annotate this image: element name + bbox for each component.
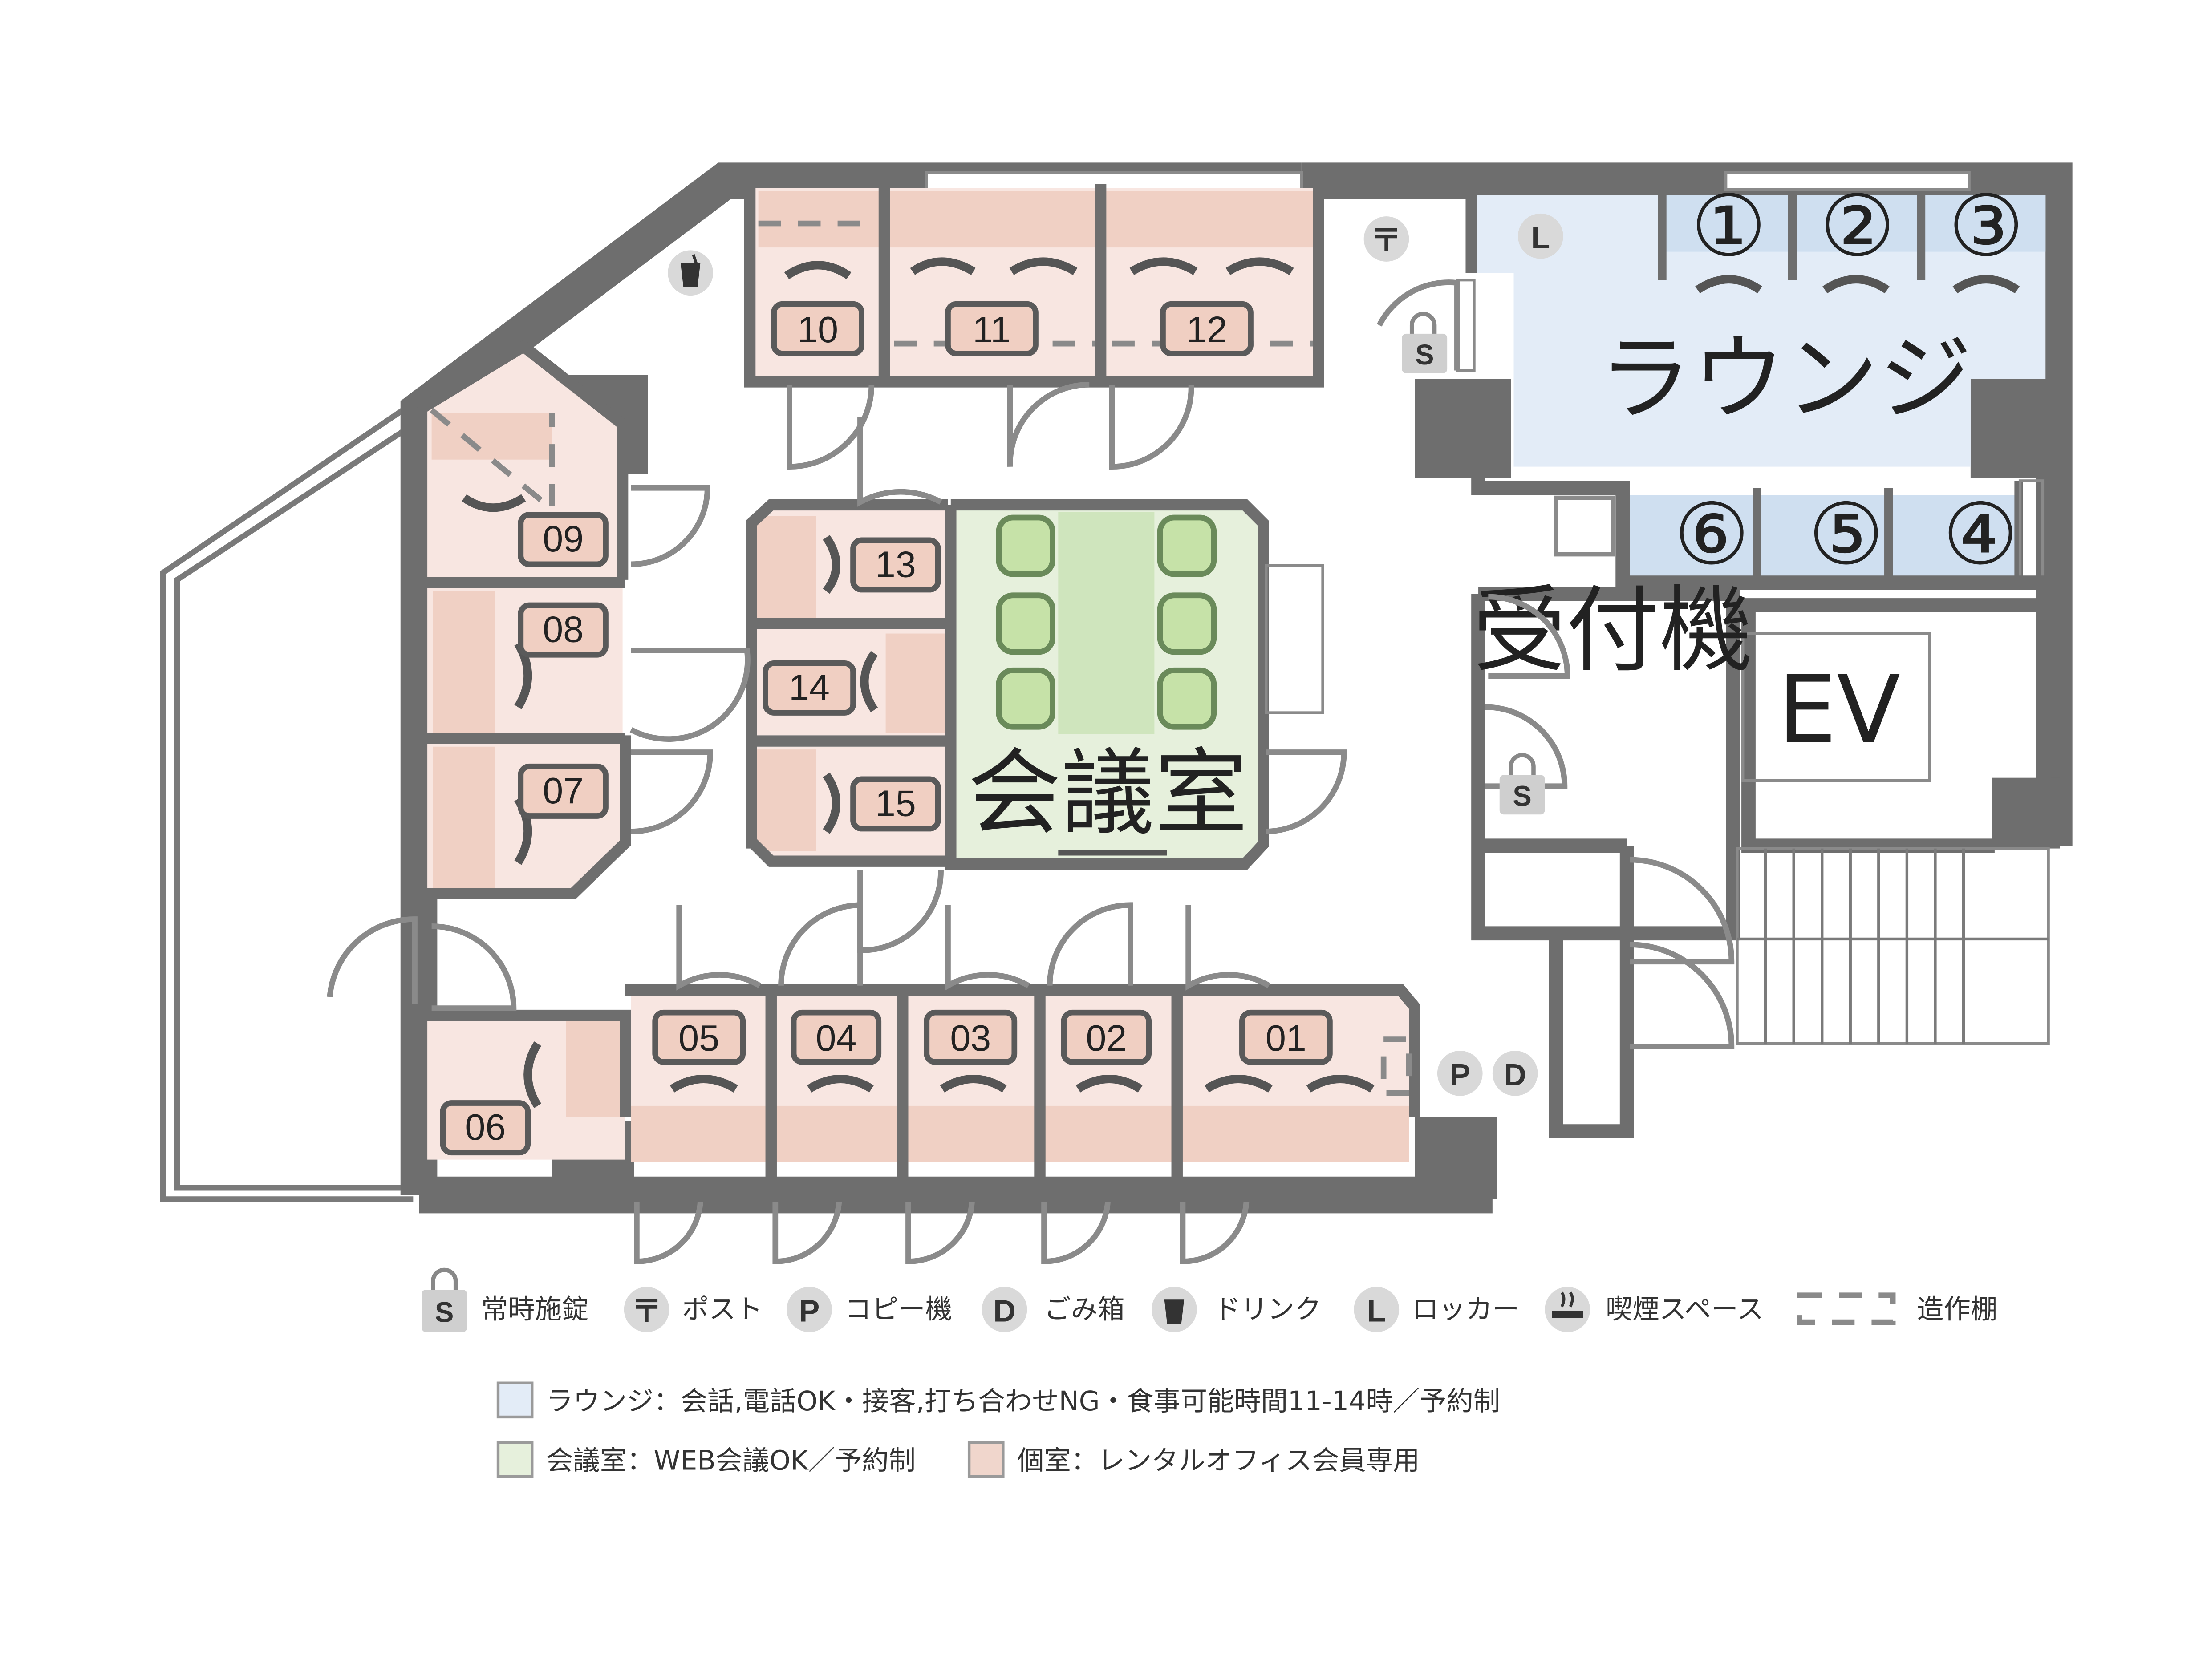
svg-text:P: P bbox=[1449, 1057, 1470, 1092]
drink-icon bbox=[668, 250, 713, 296]
legend-trash: D ごみ箱 bbox=[982, 1287, 1125, 1332]
locker-icon: L bbox=[1518, 213, 1563, 259]
booth-number: ④ bbox=[1943, 487, 2019, 582]
svg-text:S: S bbox=[435, 1296, 454, 1328]
svg-text:S: S bbox=[1513, 780, 1531, 812]
svg-text:07: 07 bbox=[543, 770, 584, 811]
svg-text:コピー機: コピー機 bbox=[844, 1294, 952, 1325]
svg-text:10: 10 bbox=[797, 309, 838, 350]
pillar bbox=[1415, 379, 1511, 478]
room-number-10[interactable]: 10 bbox=[771, 301, 864, 356]
legend-post: 〒 ポスト bbox=[624, 1287, 763, 1332]
svg-text:03: 03 bbox=[950, 1017, 991, 1059]
svg-text:02: 02 bbox=[1086, 1017, 1127, 1059]
meeting-room-label: 会議室 bbox=[968, 739, 1248, 848]
legend-copier: P コピー機 bbox=[787, 1287, 952, 1332]
svg-text:06: 06 bbox=[465, 1106, 506, 1148]
booth-number: ⑤ bbox=[1808, 487, 1884, 582]
svg-text:08: 08 bbox=[543, 609, 584, 650]
legend-shelf: 造作棚 bbox=[1797, 1292, 1997, 1325]
room-number-08[interactable]: 08 bbox=[518, 602, 609, 658]
svg-text:〒: 〒 bbox=[631, 1294, 662, 1328]
svg-text:09: 09 bbox=[543, 518, 584, 559]
svg-text:S: S bbox=[1415, 339, 1434, 371]
svg-text:04: 04 bbox=[815, 1017, 856, 1059]
svg-text:L: L bbox=[1367, 1294, 1386, 1328]
reception-label: 受付機 bbox=[1473, 576, 1753, 685]
svg-text:15: 15 bbox=[875, 782, 916, 824]
svg-text:ドリンク: ドリンク bbox=[1214, 1294, 1321, 1325]
svg-text:14: 14 bbox=[789, 667, 830, 708]
terrace-inner bbox=[174, 415, 426, 1191]
room-number-04[interactable]: 04 bbox=[791, 1009, 882, 1065]
room-number-02[interactable]: 02 bbox=[1061, 1009, 1152, 1065]
svg-text:13: 13 bbox=[875, 543, 916, 585]
svg-text:L: L bbox=[1531, 220, 1550, 255]
booth-number: ① bbox=[1691, 179, 1767, 274]
trash-icon: D bbox=[1492, 1050, 1538, 1096]
room-number-07[interactable]: 07 bbox=[518, 763, 609, 819]
svg-text:11: 11 bbox=[973, 309, 1011, 350]
zone-meeting-text: 会議室：WEB会議OK／予約制 bbox=[546, 1445, 916, 1476]
pillar bbox=[1992, 777, 2060, 849]
pillar bbox=[1415, 1117, 1497, 1199]
lock-icon: S bbox=[1499, 753, 1545, 815]
meeting-table bbox=[1058, 512, 1155, 734]
zone-lounge-text: ラウンジ：会話,電話OK・接客,打ち合わせNG・食事可能時間11-14時／予約制 bbox=[546, 1386, 1500, 1417]
doors bbox=[327, 278, 1735, 1264]
svg-text:P: P bbox=[799, 1294, 820, 1328]
svg-text:01: 01 bbox=[1266, 1017, 1306, 1059]
copier-icon: P bbox=[1437, 1050, 1483, 1096]
svg-text:ポスト: ポスト bbox=[682, 1294, 763, 1325]
zone-legend: ラウンジ：会話,電話OK・接客,打ち合わせNG・食事可能時間11-14時／予約制… bbox=[496, 1381, 1500, 1478]
svg-text:ロッカー: ロッカー bbox=[1412, 1294, 1519, 1325]
svg-text:D: D bbox=[993, 1294, 1015, 1328]
room-number-09[interactable]: 09 bbox=[518, 512, 609, 567]
staircase bbox=[1736, 847, 2050, 1045]
room-number-15[interactable]: 15 bbox=[850, 776, 941, 832]
booth-number: ② bbox=[1819, 179, 1895, 274]
svg-text:喫煙スペース: 喫煙スペース bbox=[1606, 1294, 1764, 1325]
lounge-area[interactable] bbox=[1474, 195, 2046, 467]
svg-text:12: 12 bbox=[1186, 309, 1227, 350]
room-number-06[interactable]: 06 bbox=[440, 1100, 531, 1156]
elevator-label: EV bbox=[1777, 656, 1900, 764]
room-number-14[interactable]: 14 bbox=[763, 660, 856, 716]
zone-private-text: 個室：レンタルオフィス会員専用 bbox=[1017, 1445, 1420, 1476]
post-icon: 〒 bbox=[1363, 216, 1409, 262]
legend-drink: ドリンク bbox=[1152, 1287, 1321, 1332]
svg-text:〒: 〒 bbox=[1371, 223, 1402, 258]
legend-lock: S 常時施錠 bbox=[422, 1267, 588, 1332]
room-number-12[interactable]: 12 bbox=[1160, 301, 1254, 356]
legend-smoking: 喫煙スペース bbox=[1545, 1287, 1764, 1332]
svg-text:常時施錠: 常時施錠 bbox=[481, 1294, 588, 1325]
svg-text:造作棚: 造作棚 bbox=[1917, 1294, 1997, 1325]
booth-number: ③ bbox=[1948, 179, 2024, 274]
legend-locker: L ロッカー bbox=[1354, 1287, 1519, 1332]
pillar bbox=[1970, 379, 2053, 478]
svg-text:05: 05 bbox=[678, 1017, 719, 1059]
lounge-label: ラウンジ bbox=[1598, 325, 1972, 433]
lock-icon: S bbox=[1402, 312, 1448, 373]
terrace-outline bbox=[160, 401, 415, 1202]
room-number-05[interactable]: 05 bbox=[652, 1009, 746, 1065]
room-number-11[interactable]: 11 bbox=[945, 301, 1039, 356]
svg-text:D: D bbox=[1504, 1057, 1526, 1092]
room-number-03[interactable]: 03 bbox=[924, 1009, 1018, 1065]
meeting-chairs bbox=[996, 514, 1217, 730]
booth-number: ⑥ bbox=[1674, 487, 1750, 582]
legend: S 常時施錠 〒 ポスト P コピー機 D ごみ箱 ドリンク L ロッカー bbox=[422, 1267, 1997, 1332]
svg-text:ごみ箱: ごみ箱 bbox=[1044, 1294, 1125, 1325]
room-number-01[interactable]: 01 bbox=[1239, 1009, 1333, 1065]
room-number-13[interactable]: 13 bbox=[850, 537, 941, 593]
